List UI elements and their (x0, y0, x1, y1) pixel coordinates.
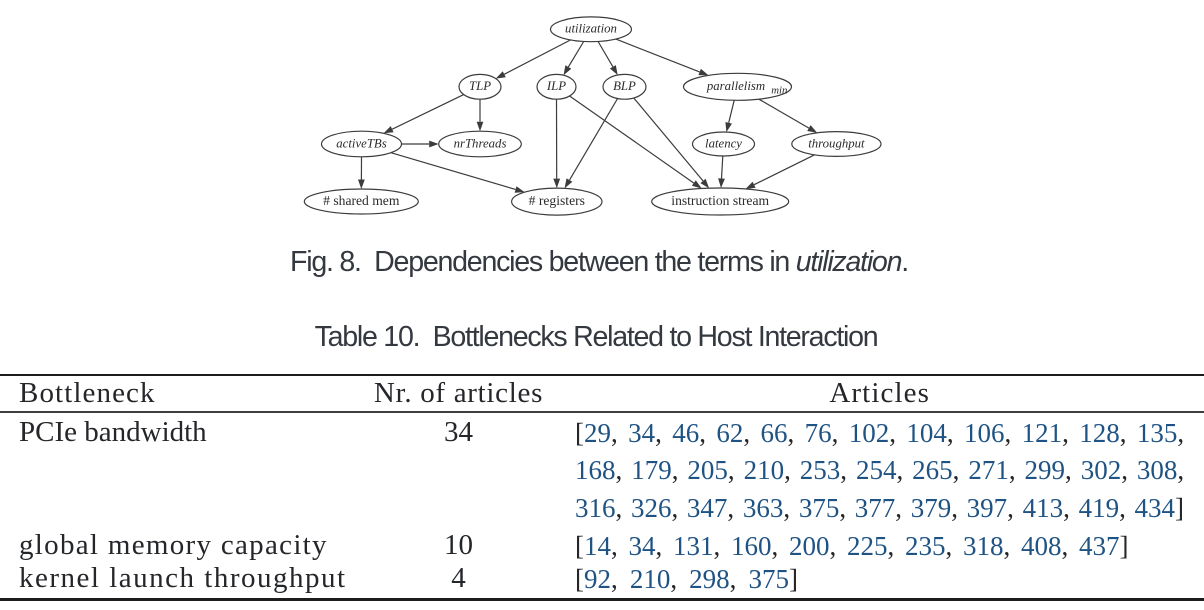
svg-text:latency: latency (705, 136, 742, 150)
svg-text:min: min (771, 84, 787, 96)
svg-text:utilization: utilization (565, 22, 617, 36)
svg-text:TLP: TLP (469, 79, 491, 93)
svg-text:# shared mem: # shared mem (323, 193, 400, 208)
svg-text:instruction stream: instruction stream (671, 193, 769, 208)
svg-text:nrThreads: nrThreads (454, 136, 507, 150)
svg-text:parallelism: parallelism (706, 79, 765, 93)
svg-text:ILP: ILP (546, 79, 566, 93)
svg-text:throughput: throughput (808, 136, 865, 150)
svg-text:# registers: # registers (529, 193, 585, 208)
svg-text:BLP: BLP (613, 79, 636, 93)
svg-text:activeTBs: activeTBs (336, 136, 386, 150)
